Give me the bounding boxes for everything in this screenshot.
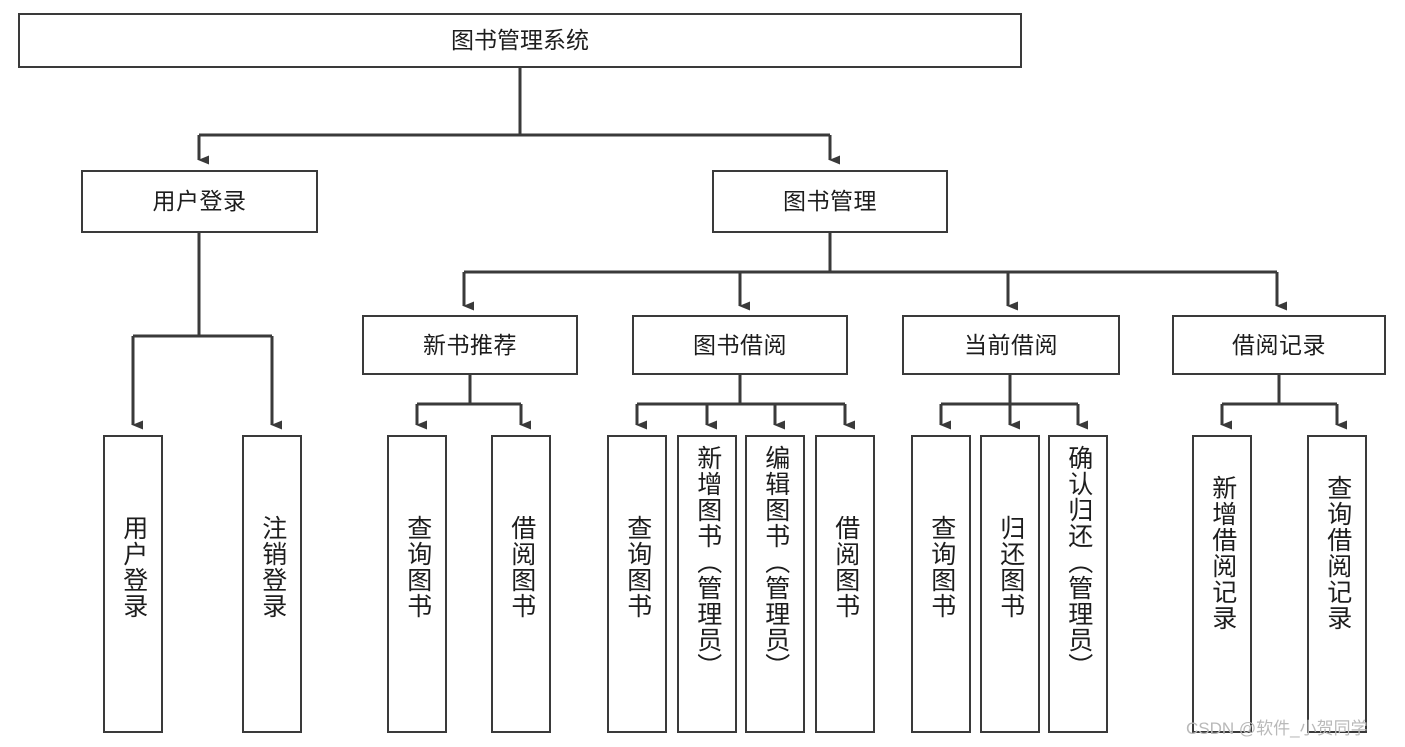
node-label: 查询借阅记录 [1323,475,1352,631]
node-label: 图书借阅 [693,331,787,358]
node-label: 查询图书 [623,515,652,619]
leaf-add-borrow-record[interactable]: 新增借阅记录 [1192,435,1252,733]
node-label: 借阅图书 [507,515,536,619]
node-label: 查询图书 [403,515,432,619]
node-label: 用户登录 [119,515,148,619]
leaf-query-book-recommend[interactable]: 查询图书 [387,435,447,733]
node-label: 确认归还（管理员） [1064,445,1093,679]
node-borrow-record[interactable]: 借阅记录 [1172,315,1386,375]
node-user-login[interactable]: 用户登录 [81,170,318,233]
node-label: 查询图书 [927,515,956,619]
node-label: 新增借阅记录 [1208,475,1237,631]
node-label: 归还图书 [996,515,1025,619]
leaf-logout-login[interactable]: 注销登录 [242,435,302,733]
node-label: 用户登录 [152,188,247,214]
node-label: 当前借阅 [964,331,1058,358]
node-book-borrow[interactable]: 图书借阅 [632,315,848,375]
node-label: 编辑图书（管理员） [761,445,790,679]
leaf-borrow-book[interactable]: 借阅图书 [815,435,875,733]
node-book-management[interactable]: 图书管理 [712,170,948,233]
node-label: 新增图书（管理员） [693,445,722,679]
node-label: 图书管理系统 [451,27,589,53]
leaf-user-login[interactable]: 用户登录 [103,435,163,733]
node-new-book-recommend[interactable]: 新书推荐 [362,315,578,375]
leaf-borrow-book-recommend[interactable]: 借阅图书 [491,435,551,733]
node-root-book-management-system[interactable]: 图书管理系统 [18,13,1022,68]
node-label: 注销登录 [258,515,287,619]
leaf-add-book[interactable]: 新增图书（管理员） [677,435,737,733]
node-label: 图书管理 [783,188,877,214]
leaf-query-book-borrow[interactable]: 查询图书 [607,435,667,733]
node-label: 借阅图书 [831,515,860,619]
leaf-confirm-return[interactable]: 确认归还（管理员） [1048,435,1108,733]
node-label: 借阅记录 [1232,331,1326,358]
leaf-return-book[interactable]: 归还图书 [980,435,1040,733]
leaf-query-borrow-record[interactable]: 查询借阅记录 [1307,435,1367,733]
leaf-query-book-current[interactable]: 查询图书 [911,435,971,733]
node-current-borrow[interactable]: 当前借阅 [902,315,1120,375]
leaf-edit-book[interactable]: 编辑图书（管理员） [745,435,805,733]
node-label: 新书推荐 [423,331,517,358]
